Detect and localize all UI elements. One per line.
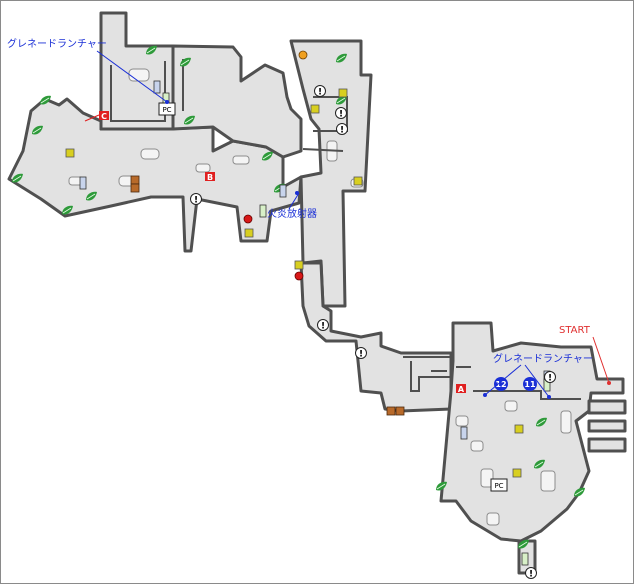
ammo-icon — [65, 148, 75, 158]
start-pointer — [592, 336, 610, 384]
svg-text:!: ! — [318, 88, 322, 98]
alert-icon: ! — [355, 347, 367, 360]
crate-icon — [386, 406, 396, 416]
stairs-east-2 — [587, 419, 627, 433]
red-dot-icon — [294, 271, 304, 281]
door-c: C — [84, 111, 109, 122]
route-marker-11: 11 — [523, 377, 537, 391]
ammo-icon — [353, 176, 363, 186]
alert-icon: ! — [336, 123, 348, 136]
ammo-icon — [514, 424, 524, 434]
locker-icon — [153, 80, 161, 94]
ammo-icon — [338, 88, 348, 98]
inner-walls — [110, 59, 581, 400]
label-start: START — [559, 325, 591, 336]
alert-icon: ! — [190, 193, 202, 206]
crate-icon — [130, 183, 140, 193]
door-a: A — [456, 384, 466, 394]
pointer-dot — [165, 100, 169, 104]
alert-icon: ! — [335, 107, 347, 120]
svg-text:A: A — [458, 385, 465, 394]
locker-icon — [259, 204, 267, 218]
room-north-east — [171, 44, 303, 159]
svg-text:B: B — [207, 173, 213, 182]
crate-icon — [130, 175, 140, 185]
svg-text:11: 11 — [524, 380, 536, 389]
ammo-icon — [310, 104, 320, 114]
svg-text:!: ! — [339, 110, 343, 120]
ammo-icon — [512, 468, 522, 478]
alert-icon: ! — [317, 319, 329, 332]
label-grenade-launcher-top: グレネードランチャー — [7, 37, 107, 50]
alert-markers: ! ! ! ! ! ! ! ! — [190, 85, 556, 580]
svg-text:C: C — [101, 112, 107, 121]
pc-terminal-top: PC — [158, 102, 176, 116]
pointer-dot — [483, 393, 487, 397]
alert-icon: ! — [525, 567, 537, 580]
door-b: B — [205, 172, 215, 182]
svg-text:!: ! — [321, 322, 325, 332]
svg-text:PC: PC — [494, 482, 503, 490]
svg-text:!: ! — [548, 374, 552, 384]
stairs-east-3 — [587, 437, 627, 453]
start-dot — [607, 381, 611, 385]
alert-icon: ! — [544, 371, 556, 384]
pointer-lines — [96, 50, 550, 398]
svg-text:!: ! — [194, 196, 198, 206]
crate-icon — [395, 406, 405, 416]
svg-text:12: 12 — [495, 380, 506, 389]
corridor-stairs — [299, 261, 453, 413]
red-dot-icon — [243, 214, 253, 224]
locker-icon — [279, 184, 287, 198]
orange-dot-icon — [298, 50, 308, 60]
svg-text:PC: PC — [162, 106, 171, 114]
ammo-icon — [294, 260, 304, 270]
svg-text:!: ! — [529, 570, 533, 580]
pointer-dot — [547, 395, 551, 399]
locker-icon — [460, 426, 468, 440]
locker-icon — [79, 176, 87, 190]
pointer-dot — [295, 191, 299, 195]
stairs-east-1 — [587, 399, 627, 415]
pc-terminal-bottom: PC — [490, 478, 508, 492]
label-grenade-launcher-right: グレネードランチャー — [493, 352, 593, 365]
label-flamethrower: 火炎放射器 — [267, 207, 317, 220]
svg-text:!: ! — [340, 126, 344, 136]
alert-icon: ! — [314, 85, 326, 98]
ammo-icon — [244, 228, 254, 238]
route-marker-12: 12 — [494, 377, 508, 391]
locker-icon — [521, 552, 529, 566]
svg-text:!: ! — [359, 350, 363, 360]
